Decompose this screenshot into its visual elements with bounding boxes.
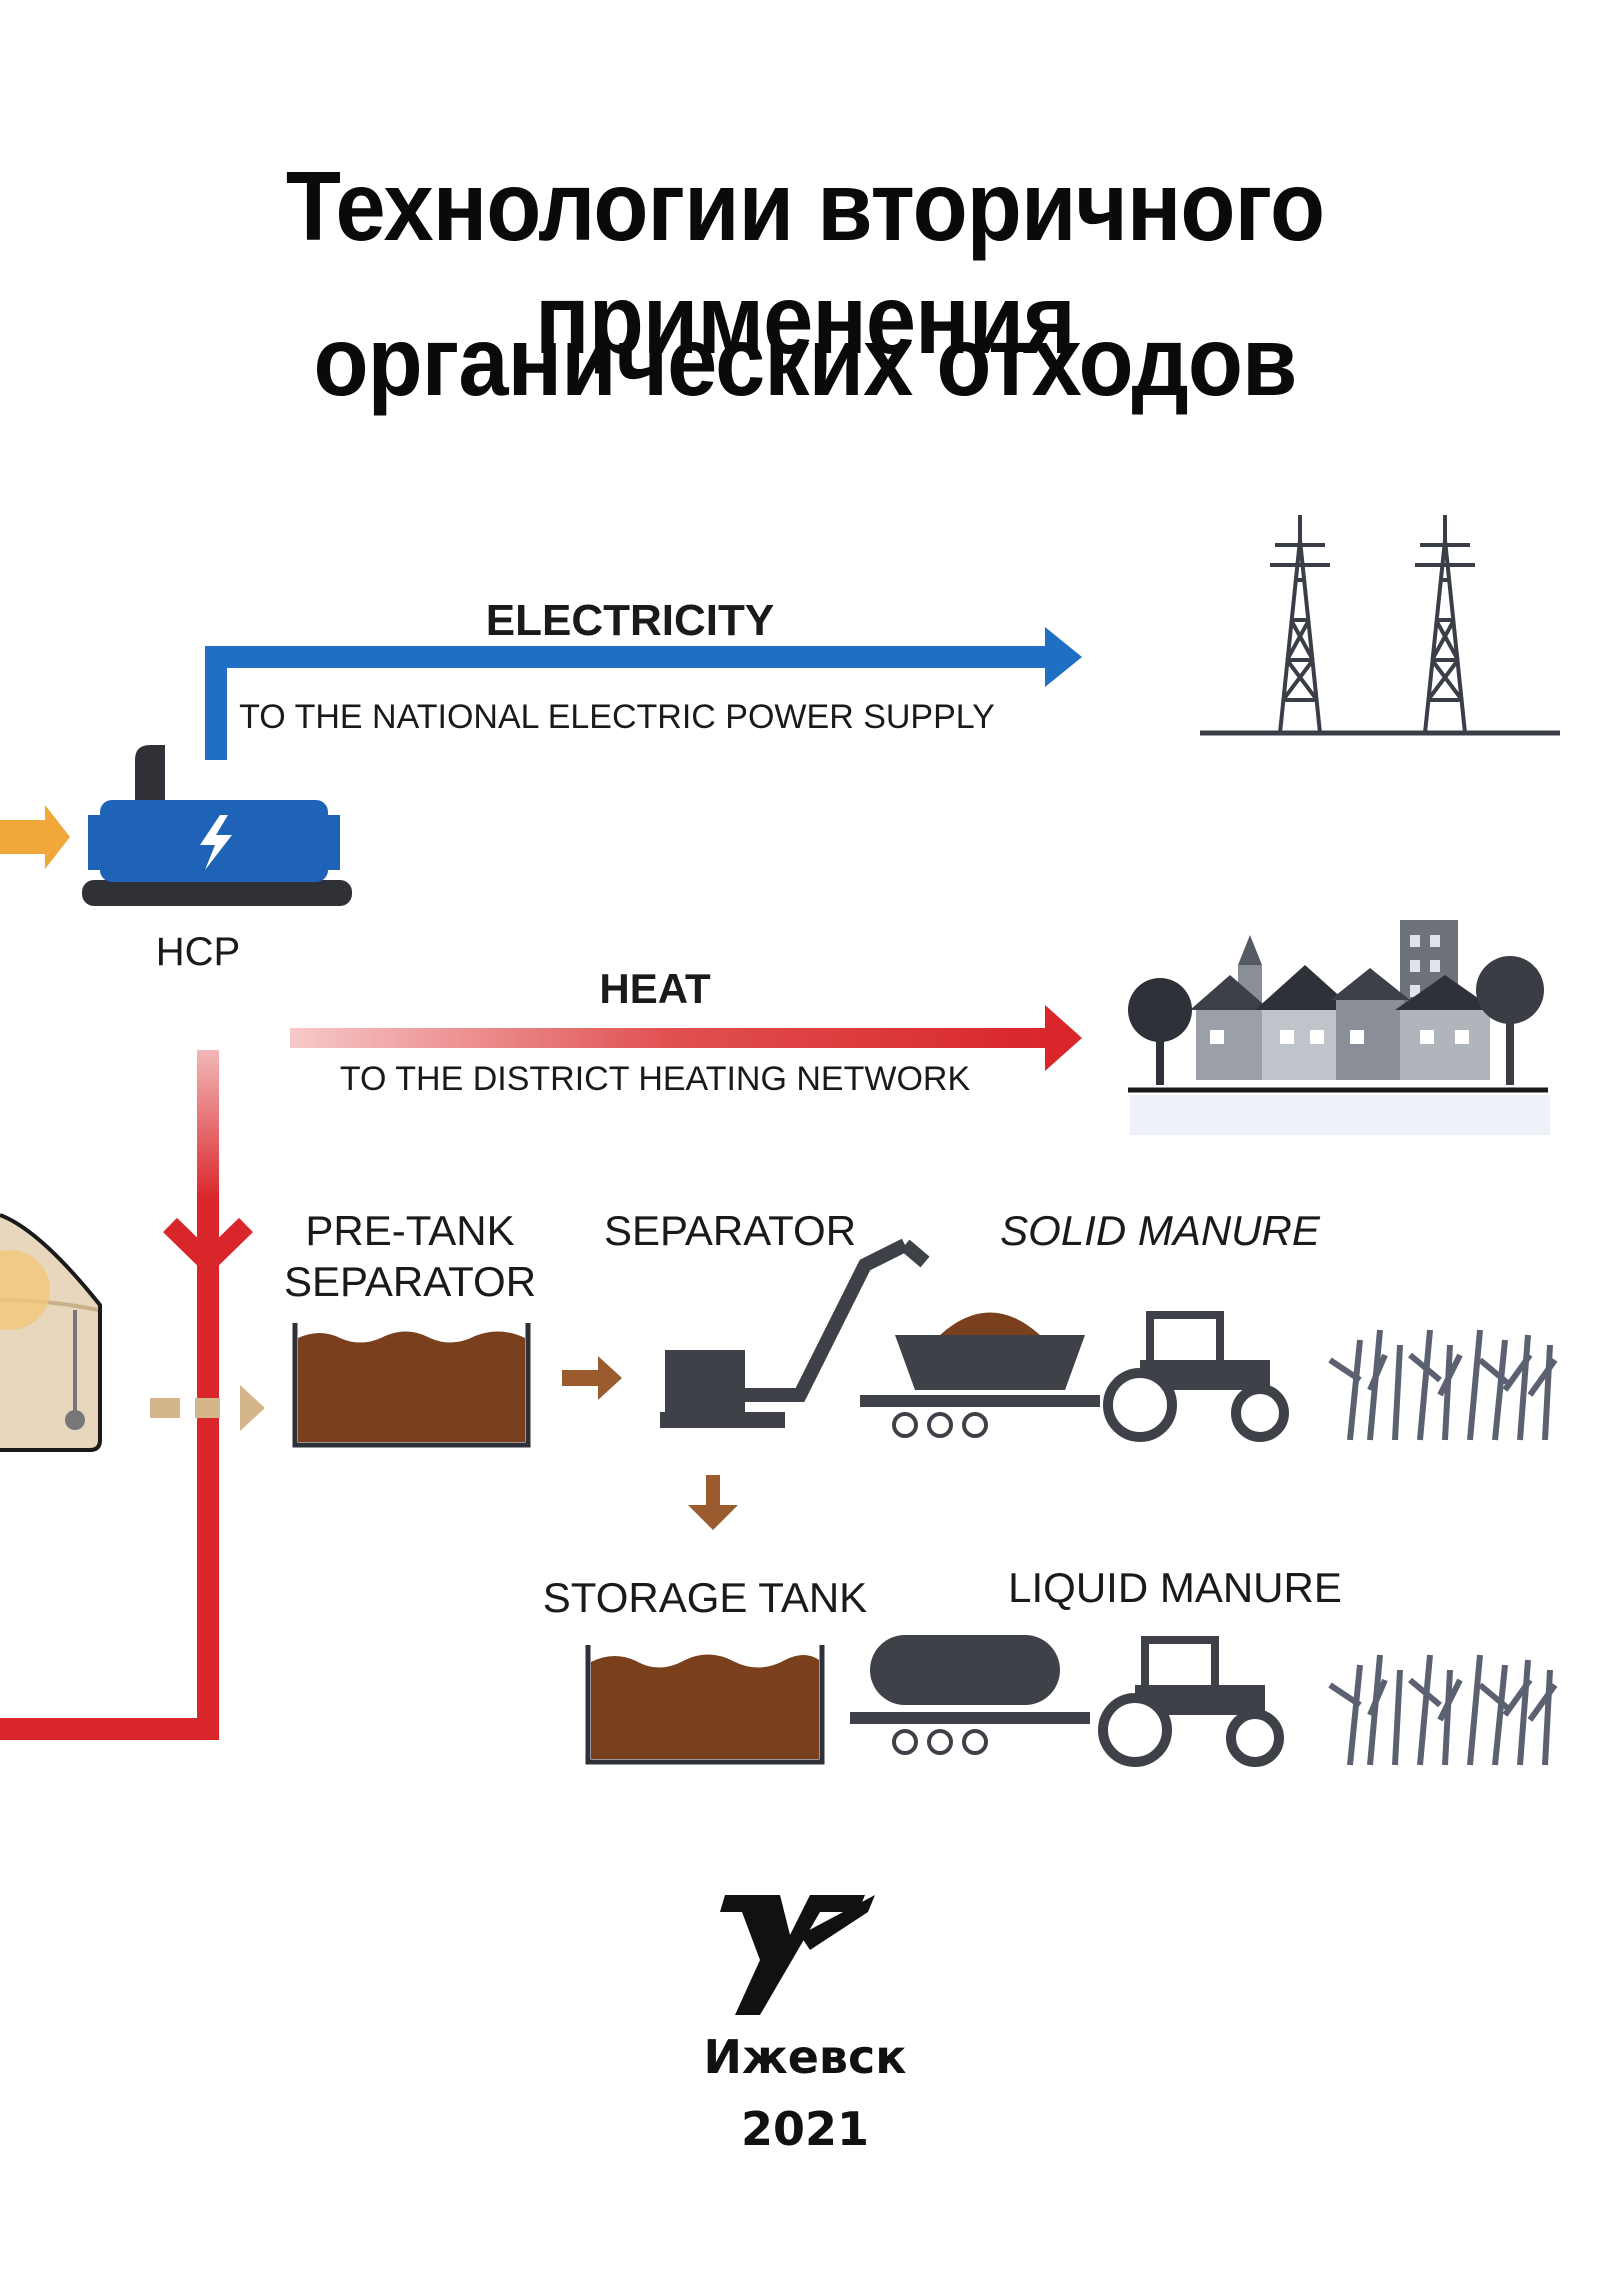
storage-tank-label: STORAGE TANK	[543, 1574, 867, 1621]
cover-title-line-1: Технологии вторичного применения	[285, 151, 1325, 374]
generator-icon	[82, 745, 352, 906]
tanker-icon	[850, 1635, 1090, 1755]
town-icon	[1128, 920, 1550, 1135]
digestate-arrow	[150, 1385, 265, 1431]
pre-tank-label-line1: PRE-TANK	[305, 1207, 514, 1254]
digester-icon	[0, 1213, 102, 1452]
crop-field-icon	[1328, 1329, 1558, 1441]
electricity-sublabel: TO THE NATIONAL ELECTRIC POWER SUPPLY	[239, 698, 995, 736]
pre-tank-icon	[292, 1323, 531, 1448]
separator-arrow	[562, 1356, 622, 1400]
separator-icon	[660, 1238, 930, 1428]
trailer-icon	[860, 1312, 1100, 1438]
tractor-icon	[1103, 1311, 1289, 1442]
cover-title-line-2: органических отходов	[313, 306, 1297, 416]
separator-label: SEPARATOR	[604, 1207, 856, 1254]
tractor-icon-2	[1098, 1636, 1284, 1767]
publisher-city: Ижевск	[703, 2030, 907, 2084]
power-pylon-icon	[1200, 515, 1560, 736]
heat-sublabel: TO THE DISTRICT HEATING NETWORK	[340, 1060, 971, 1098]
heat-label: HEAT	[599, 965, 711, 1012]
heat-arrow	[290, 1005, 1082, 1071]
electricity-label: ELECTRICITY	[486, 596, 774, 645]
hcp-label: HCP	[156, 930, 240, 974]
publication-year: 2021	[740, 2102, 870, 2156]
heat-return-pipe	[0, 1050, 253, 1740]
electricity-arrow	[205, 627, 1082, 760]
solid-manure-label: SOLID MANURE	[1000, 1207, 1321, 1254]
crop-field-icon-2	[1328, 1654, 1558, 1766]
storage-tank-icon	[585, 1645, 825, 1765]
storage-arrow	[688, 1475, 738, 1530]
publisher-logo	[720, 1895, 875, 2015]
input-arrow	[0, 805, 70, 869]
liquid-manure-label: LIQUID MANURE	[1008, 1564, 1342, 1611]
pre-tank-label-line2: SEPARATOR	[284, 1258, 536, 1305]
